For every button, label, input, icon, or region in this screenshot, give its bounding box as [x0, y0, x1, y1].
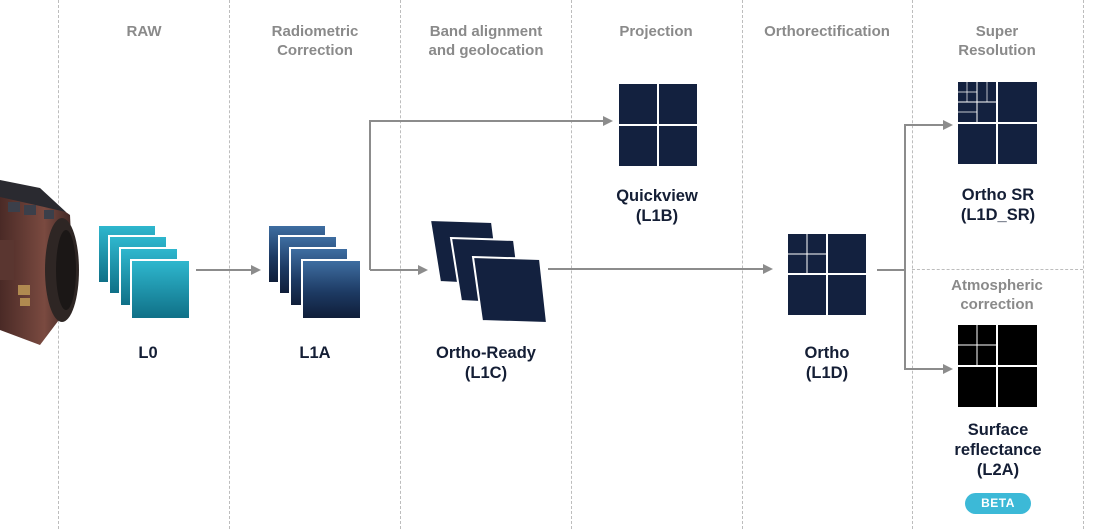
label-line: Surface — [967, 421, 1029, 439]
label-line: L1A — [299, 344, 331, 362]
header-line: Resolution — [958, 42, 1036, 59]
label-line: Ortho SR — [961, 186, 1035, 204]
column-header-super-resolution: Super Resolution — [922, 22, 1072, 60]
column-header-band-alignment: Band alignment and geolocation — [411, 22, 561, 60]
label-line: (L2A) — [976, 461, 1020, 479]
column-divider — [742, 0, 743, 529]
column-divider — [571, 0, 572, 529]
l0-image-stack-icon — [97, 224, 191, 320]
header-line: Super — [975, 23, 1019, 40]
header-line: Radiometric — [271, 23, 359, 40]
l2a-quad-tile-icon — [958, 325, 1037, 407]
arrow-l1a-to-l1b — [369, 116, 613, 270]
label-line: (L1D_SR) — [960, 206, 1036, 224]
product-label-l1a: L1A — [230, 343, 400, 363]
column-header-radiometric: Radiometric Correction — [240, 22, 390, 60]
label-line: Quickview — [616, 187, 698, 205]
header-line: correction — [960, 296, 1034, 313]
column-divider — [229, 0, 230, 529]
header-line: Atmospheric — [951, 277, 1043, 294]
label-line: L0 — [138, 344, 158, 362]
l1d-quad-tile-icon — [788, 234, 866, 315]
header-line: and geolocation — [428, 42, 544, 59]
product-label-l1b: Quickview (L1B) — [572, 186, 742, 226]
column-divider — [1083, 0, 1084, 529]
column-header-atmospheric: Atmospheric correction — [922, 276, 1072, 314]
product-label-l1d: Ortho (L1D) — [742, 343, 912, 383]
l1b-quad-tile-icon — [619, 84, 697, 166]
column-divider — [912, 0, 913, 529]
column-header-orthorectification: Orthorectification — [752, 22, 902, 41]
label-line: (L1B) — [635, 207, 679, 225]
column-header-projection: Projection — [581, 22, 731, 41]
column-divider — [400, 0, 401, 529]
row-divider — [912, 269, 1083, 270]
header-line: Orthorectification — [764, 23, 890, 40]
header-line: RAW — [126, 23, 162, 40]
l1a-image-stack-icon — [267, 224, 362, 320]
header-line: Projection — [619, 23, 693, 40]
product-label-l0: L0 — [63, 343, 233, 363]
l1d-sr-quad-tile-icon — [958, 82, 1037, 164]
label-line: (L1D) — [805, 364, 849, 382]
beta-badge: BETA — [965, 493, 1031, 514]
l1c-orthoready-stack-icon — [428, 218, 549, 325]
header-line: Correction — [277, 42, 353, 59]
product-label-l1d-sr: Ortho SR (L1D_SR) — [913, 185, 1083, 225]
header-line: Band alignment — [429, 23, 543, 40]
product-label-l2a: Surface reflectance (L2A) — [913, 420, 1083, 480]
label-line: Ortho-Ready — [436, 344, 536, 362]
label-line: Ortho — [804, 344, 850, 362]
arrow-l1d-to-l1d-sr — [904, 120, 953, 370]
label-line: reflectance — [954, 441, 1042, 459]
column-header-raw: RAW — [69, 22, 219, 41]
label-line: (L1C) — [464, 364, 508, 382]
satellite-icon — [0, 180, 79, 345]
product-label-l1c: Ortho-Ready (L1C) — [401, 343, 571, 383]
